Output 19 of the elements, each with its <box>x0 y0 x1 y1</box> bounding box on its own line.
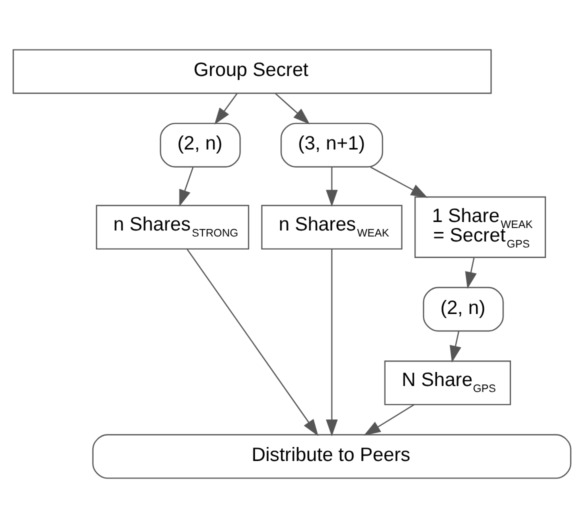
node-box: n Shares$_{STRONG}$ <box>96 204 250 250</box>
arrow <box>326 167 338 207</box>
arrow <box>186 248 318 436</box>
arrow <box>465 257 477 289</box>
node-box: (2, n) <box>422 286 504 332</box>
arrow <box>450 330 462 363</box>
arrow <box>326 248 338 436</box>
node-box: (3, n+1) <box>280 122 384 168</box>
node-box: Distribute to Peers <box>92 434 572 479</box>
node-box: Group Secret <box>12 49 492 94</box>
arrow <box>370 166 428 198</box>
arrow <box>179 167 194 207</box>
node-box: N Share$_{GPS}$ <box>384 360 511 406</box>
arrow <box>364 404 414 436</box>
node-box: (2, n) <box>160 122 241 168</box>
arrow <box>274 92 310 124</box>
arrow <box>214 93 238 125</box>
node-box: n Shares$_{WEAK}$ <box>261 204 402 250</box>
node-box: 1 Share$_{WEAK}$ = Secret$_{GPS}$ <box>414 196 546 258</box>
